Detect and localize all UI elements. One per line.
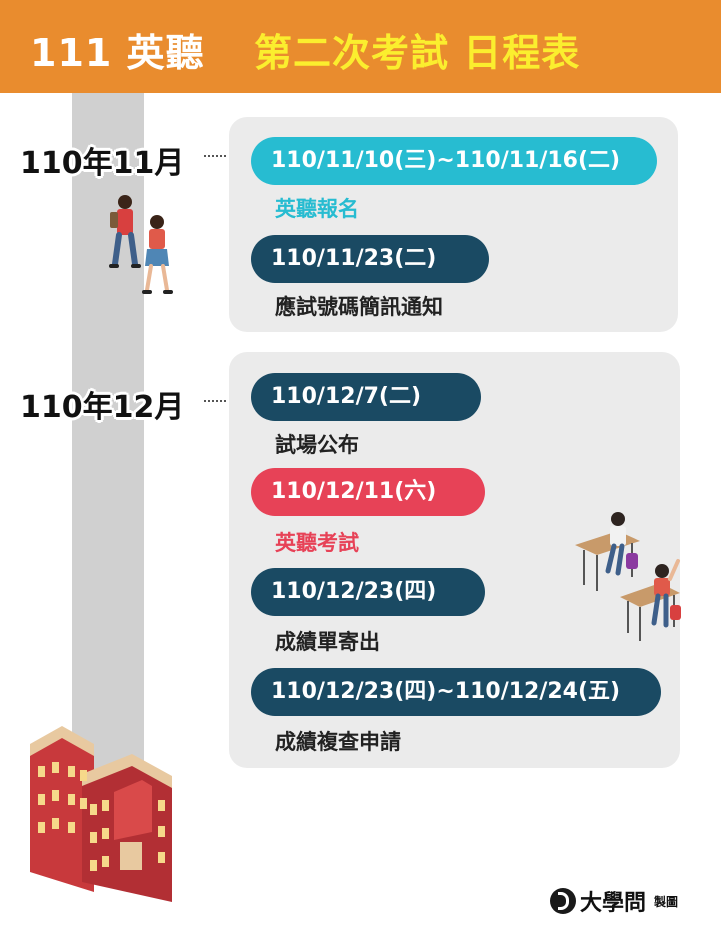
event-date-pill: 110/12/7(二)	[251, 373, 481, 421]
credit: 大學問製圖	[550, 885, 678, 917]
event-desc: 英聽報名	[275, 197, 359, 221]
event-desc: 成績單寄出	[275, 630, 380, 654]
event-desc: 試場公布	[275, 433, 359, 457]
brand-name: 大學問	[580, 891, 647, 916]
school-building-illustration	[30, 726, 172, 902]
header-title: 第二次考試 日程表	[254, 31, 581, 75]
header-bar: 111 英聽 第二次考試 日程表	[0, 0, 721, 93]
event-date-pill: 110/12/23(四)~110/12/24(五)	[251, 668, 661, 716]
event-date-pill: 110/11/23(二)	[251, 235, 489, 283]
timeline-road	[72, 93, 144, 793]
month-connector-dec	[204, 400, 226, 402]
header-subject: 111 英聽	[30, 31, 205, 75]
event-desc: 應試號碼簡訊通知	[275, 295, 443, 319]
event-date-pill: 110/11/10(三)~110/11/16(二)	[251, 137, 657, 185]
month-connector-nov	[204, 155, 226, 157]
month-label-dec: 110年12月	[20, 390, 185, 425]
exam-students-illustration	[575, 512, 681, 641]
credit-note: 製圖	[654, 894, 679, 909]
event-desc: 成績複查申請	[275, 730, 401, 754]
panel-dec: 110/12/7(二) 試場公布 110/12/11(六) 英聽考試 110/1…	[229, 352, 680, 768]
brand-logo-icon	[550, 888, 576, 914]
walking-students-illustration	[109, 195, 173, 294]
panel-nov: 110/11/10(三)~110/11/16(二) 英聽報名 110/11/23…	[229, 117, 678, 332]
event-date-pill: 110/12/23(四)	[251, 568, 485, 616]
month-label-nov: 110年11月	[20, 146, 185, 181]
event-date-pill: 110/12/11(六)	[251, 468, 485, 516]
event-desc: 英聽考試	[275, 531, 359, 555]
